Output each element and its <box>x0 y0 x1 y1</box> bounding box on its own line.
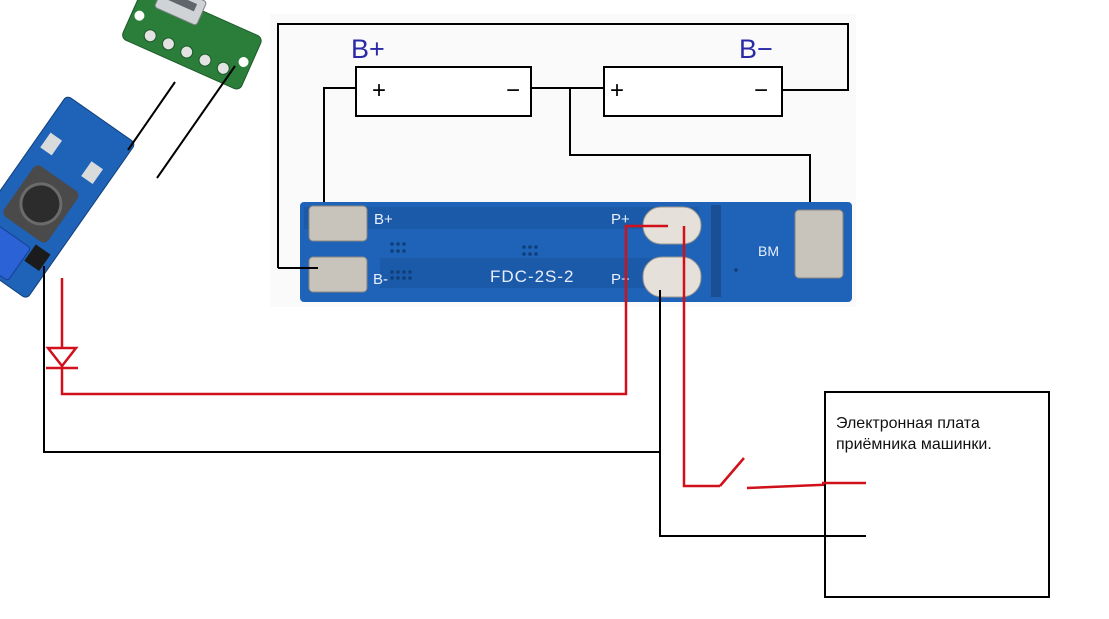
receiver-label-line2: приёмника машинки. <box>836 436 992 453</box>
receiver-board-box: Электронная плата приёмника машинки. <box>824 391 1050 598</box>
battery-right: + − B− <box>603 34 783 117</box>
negative-wires <box>43 266 866 537</box>
battery-left-plus: + <box>372 77 386 104</box>
battery-left: + − B+ <box>351 34 532 117</box>
pad-b-plus <box>308 205 368 242</box>
pad-p-minus <box>642 256 702 298</box>
switch-icon <box>719 457 745 487</box>
usb-module-icon <box>122 0 262 90</box>
wire-bplus <box>323 87 356 216</box>
bms-model-label: FDC-2S-2 <box>490 267 575 286</box>
wire-pplus-to-switch <box>682 226 720 488</box>
bms-board: B+ B- P+ P− BM FDC-2S-2 <box>300 202 852 302</box>
battery-left-minus: − <box>506 77 520 104</box>
receiver-board-label: Электронная плата приёмника машинки. <box>836 413 992 455</box>
bms-label-b-minus: B- <box>373 271 388 288</box>
bms-label-bm: BM <box>758 243 779 259</box>
wire-bm <box>569 88 811 220</box>
positive-wires <box>60 224 867 490</box>
pad-b-minus <box>308 256 368 293</box>
bms-label-p-plus: P+ <box>611 211 630 228</box>
battery-wires <box>277 23 849 268</box>
wire-boost-negative <box>43 266 660 453</box>
receiver-label-line1: Электронная плата <box>836 415 980 432</box>
wire-pminus-to-receiver <box>659 290 866 537</box>
battery-left-label: B+ <box>351 34 385 64</box>
battery-right-label: B− <box>739 34 773 64</box>
diode-icon <box>45 346 79 370</box>
bms-label-b-plus: B+ <box>374 211 393 228</box>
battery-right-plus: + <box>610 77 624 104</box>
usb-to-boost-wires <box>127 65 236 179</box>
boost-converter-icon <box>0 96 135 298</box>
wire-diode-to-pplus <box>60 224 668 396</box>
pad-bm <box>794 209 844 279</box>
wire-bminus-loop <box>277 23 849 268</box>
battery-right-minus: − <box>754 77 768 104</box>
